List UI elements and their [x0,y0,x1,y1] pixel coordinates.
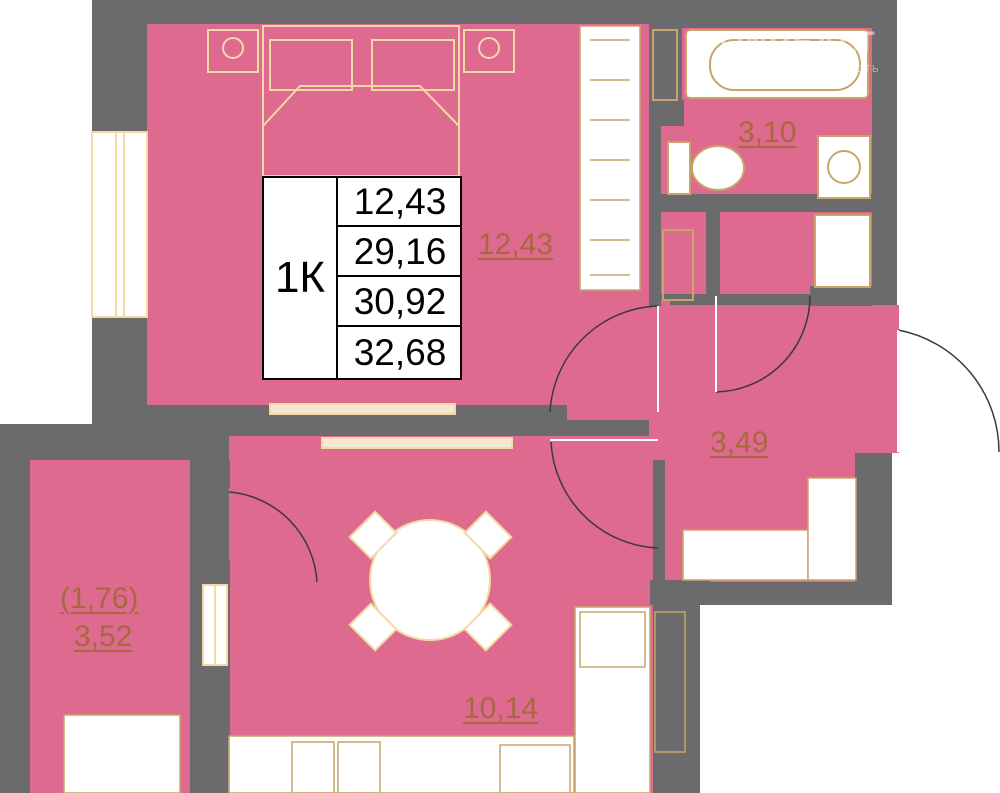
kitchen-area-label: 10,14 [463,692,539,725]
kitchen-door [550,441,659,549]
inner-walls [147,24,872,793]
apartment-info-card: 1К 12,43 29,16 30,92 32,68 [262,176,462,380]
bedroom-door [549,305,659,413]
sink [817,135,871,199]
balcony-door [228,491,318,583]
washer [814,214,871,288]
toilet [667,141,691,195]
hallway-cabinets [682,477,857,581]
area-value: 30,92 [338,278,462,327]
watermark-brand: ONREALT [720,26,877,59]
area-value: 29,16 [338,228,462,277]
balcony-area-label: 3,52 [74,620,133,653]
dining-table [348,510,513,652]
hallway-area-label: 3,49 [710,426,769,459]
apartment-type: 1К [264,178,338,378]
bedroom-window [91,131,148,318]
balcony-reduced-area-label: (1,76) [60,582,139,615]
bathroom-fixtures [652,29,871,301]
entrance-door [897,329,1000,453]
bedroom-area-label: 12,43 [478,228,554,261]
nightstand-right [463,29,515,73]
hallway-floor [653,305,899,453]
bathroom-area-label: 3,10 [738,116,797,149]
area-value: 32,68 [353,331,447,373]
kitchen-window-sill [321,437,513,449]
windows [91,131,513,666]
bathroom-door [715,295,811,393]
bathtub [685,29,869,99]
area-value: 12,43 [338,178,462,227]
bed [207,25,515,177]
bedroom-window-sill [269,403,456,415]
wardrobe [579,25,641,291]
kitchen-units [63,606,686,793]
nightstand-left [207,29,259,73]
doors [228,295,1000,583]
watermark-sub: НЕДВИЖИМОСТЬ [770,64,881,75]
